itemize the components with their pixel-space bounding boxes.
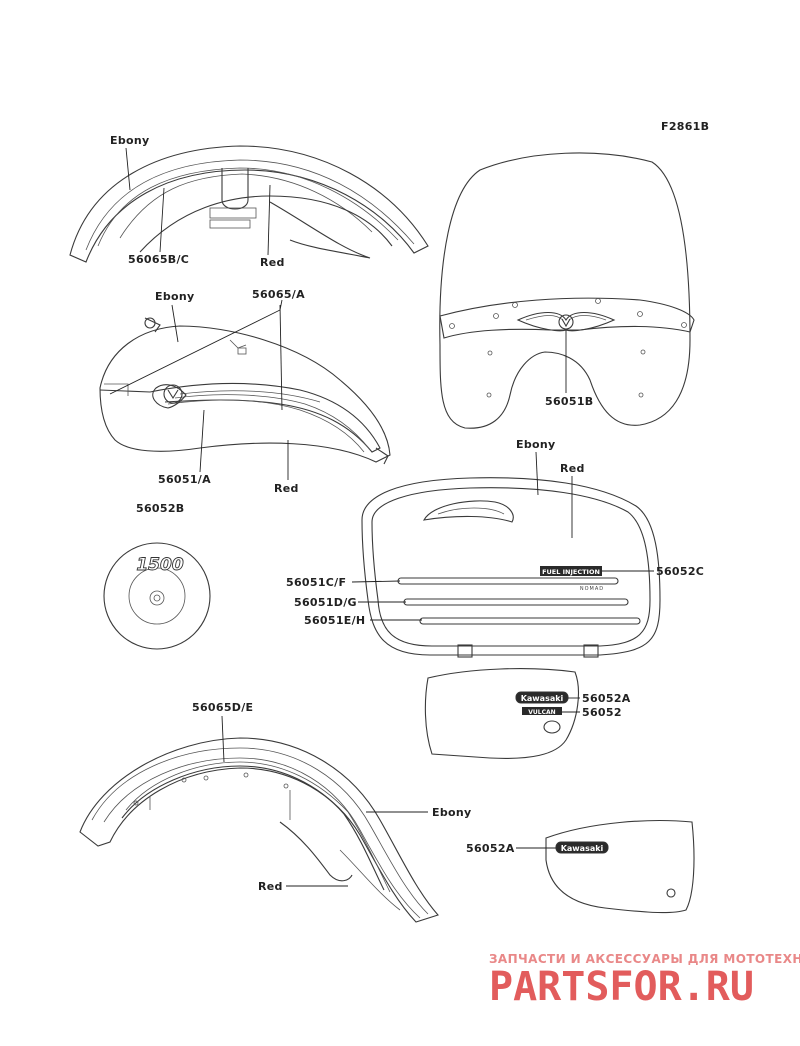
leader-ebony-front-fender — [125, 147, 131, 191]
label-red-tank: Red — [274, 482, 299, 495]
nomad-text: NOMAD — [580, 586, 604, 592]
label-56052a-lower: 56052A — [466, 842, 515, 855]
label-56065de: 56065D/E — [192, 701, 253, 714]
kawasaki-badge-1 — [515, 691, 569, 704]
figure-code: F2861B — [661, 120, 709, 133]
label-red-rear-fender: Red — [258, 880, 283, 893]
label-56051a: 56051/A — [158, 473, 211, 486]
label-56065a: 56065/A — [252, 288, 305, 301]
leader-tank-line — [109, 299, 283, 395]
kawasaki-text-2: Kawasaki — [561, 844, 604, 853]
watermark-brand: PARTSFOR.RU — [489, 964, 754, 1010]
label-56065bc: 56065B/C — [128, 253, 189, 266]
front-fender — [69, 145, 429, 263]
label-56051cf: 56051C/F — [286, 576, 346, 589]
label-56051dg: 56051D/G — [294, 596, 357, 609]
emblem-1500-text: 1500 — [136, 555, 183, 575]
fuel-injection-badge — [540, 566, 602, 576]
leader-red-front-fender — [267, 184, 271, 256]
label-56052: 56052 — [582, 706, 622, 719]
label-red-saddlebag: Red — [560, 462, 585, 475]
kawasaki-text-1: Kawasaki — [521, 694, 564, 703]
leader-ebony-saddlebag — [535, 451, 539, 496]
emblem-disc-1500: 1500 — [103, 542, 211, 650]
leader-56051a — [199, 409, 205, 473]
rear-fender — [79, 737, 439, 923]
label-56051b: 56051B — [545, 395, 593, 408]
label-56052a-upper: 56052A — [582, 692, 631, 705]
windshield — [439, 152, 695, 429]
leader-56065de — [221, 715, 225, 763]
leader-ebony-tank — [171, 304, 179, 343]
leader-56065a — [279, 304, 283, 411]
kawasaki-badge-2 — [555, 841, 609, 854]
label-ebony-rear-fender: Ebony — [432, 806, 471, 819]
leader-56065bc — [159, 187, 165, 253]
label-ebony-tank: Ebony — [155, 290, 194, 303]
label-56051eh: 56051E/H — [304, 614, 365, 627]
vulcan-text: VULCAN — [528, 709, 555, 716]
fuel-tank — [99, 317, 391, 465]
fuel-injection-text: FUEL INJECTION — [542, 568, 600, 576]
label-ebony-saddlebag: Ebony — [516, 438, 555, 451]
label-ebony-front-fender: Ebony — [110, 134, 149, 147]
label-56052c: 56052C — [656, 565, 704, 578]
label-red-front-fender: Red — [260, 256, 285, 269]
side-cover-lower: Kawasaki — [545, 820, 695, 914]
saddlebag: FUEL INJECTION NOMAD — [361, 477, 661, 658]
leader-56051cf — [351, 580, 401, 583]
vulcan-badge — [522, 707, 562, 715]
label-56052b: 56052B — [136, 502, 184, 515]
watermark-tagline: ЗАПЧАСТИ И АКСЕССУАРЫ ДЛЯ МОТОТЕХНИКИ — [489, 952, 800, 966]
side-cover-upper: Kawasaki VULCAN — [424, 668, 579, 759]
